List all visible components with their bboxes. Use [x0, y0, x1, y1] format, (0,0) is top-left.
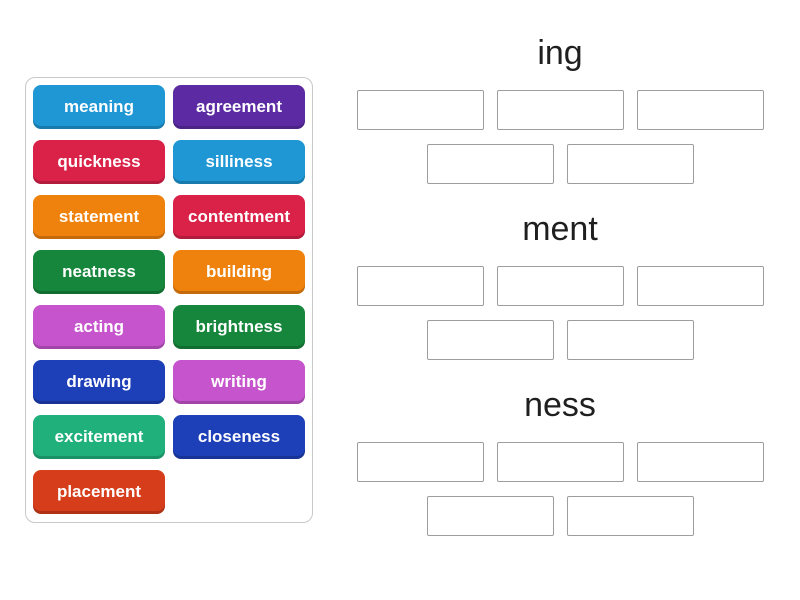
slot-row — [345, 90, 775, 130]
drop-slot[interactable] — [356, 90, 484, 130]
drop-slot[interactable] — [426, 320, 554, 360]
group-ing: ing — [345, 32, 775, 184]
word-tile[interactable]: drawing — [33, 360, 165, 404]
drop-slot[interactable] — [356, 442, 484, 482]
slot-row — [345, 442, 775, 482]
word-tile[interactable]: neatness — [33, 250, 165, 294]
word-tile[interactable]: statement — [33, 195, 165, 239]
drop-slot[interactable] — [496, 90, 624, 130]
drop-slot[interactable] — [356, 266, 484, 306]
word-tile[interactable]: building — [173, 250, 305, 294]
word-tile[interactable]: meaning — [33, 85, 165, 129]
slot-row — [345, 266, 775, 306]
word-bank-panel: meaning agreement quickness silliness st… — [25, 77, 313, 523]
drop-slot[interactable] — [636, 442, 764, 482]
drop-slot[interactable] — [636, 266, 764, 306]
word-tile[interactable]: placement — [33, 470, 165, 514]
word-tile[interactable]: acting — [33, 305, 165, 349]
drop-slot[interactable] — [426, 496, 554, 536]
word-tile[interactable]: excitement — [33, 415, 165, 459]
word-tile[interactable]: agreement — [173, 85, 305, 129]
drop-slot[interactable] — [426, 144, 554, 184]
word-tile[interactable]: closeness — [173, 415, 305, 459]
group-ness-label: ness — [524, 386, 596, 424]
word-tile[interactable]: silliness — [173, 140, 305, 184]
word-tile[interactable]: writing — [173, 360, 305, 404]
slot-row — [345, 496, 775, 536]
word-tile[interactable]: brightness — [173, 305, 305, 349]
group-ment-label: ment — [522, 210, 598, 248]
sort-groups: ing ment ness — [345, 32, 775, 560]
word-tile[interactable]: contentment — [173, 195, 305, 239]
drop-slot[interactable] — [566, 144, 694, 184]
slot-row — [345, 144, 775, 184]
drop-slot[interactable] — [496, 442, 624, 482]
drop-slot[interactable] — [566, 320, 694, 360]
group-ness: ness — [345, 384, 775, 536]
slot-row — [345, 320, 775, 360]
group-ing-label: ing — [537, 34, 583, 72]
drop-slot[interactable] — [496, 266, 624, 306]
word-tile[interactable]: quickness — [33, 140, 165, 184]
group-ment: ment — [345, 208, 775, 360]
drop-slot[interactable] — [566, 496, 694, 536]
drop-slot[interactable] — [636, 90, 764, 130]
